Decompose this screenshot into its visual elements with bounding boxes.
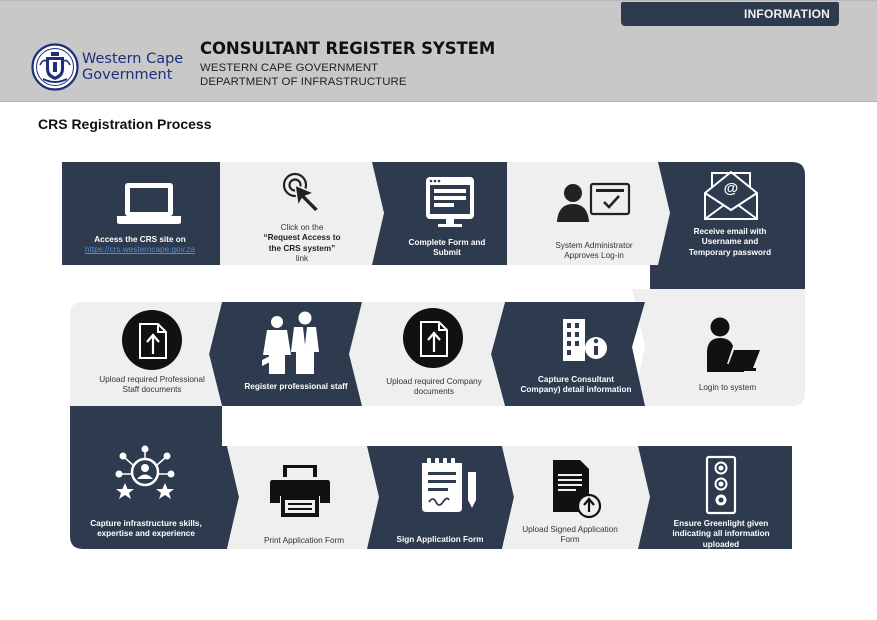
crs-site-link[interactable]: https://crs.westerncape.gov.za <box>85 245 195 255</box>
step-8-text-2: documents <box>413 387 455 397</box>
web-form-icon <box>426 177 474 227</box>
step-4-text-1: System Administrator <box>555 241 633 250</box>
user-laptop-icon <box>707 317 760 372</box>
step-5-panel <box>650 162 805 289</box>
step-13-label: Sign Application Form <box>378 535 502 545</box>
step-13-text-1: Sign Application Form <box>396 535 484 544</box>
page-title: CRS Registration Process <box>38 116 212 132</box>
step-10-text-1: Upload required Professional <box>99 375 205 384</box>
step-6-label: Login to system <box>660 383 795 393</box>
sign-document-icon <box>422 458 476 512</box>
step-3-label: Complete Form and Submit <box>388 238 506 259</box>
logo-text: Western Cape Government <box>82 51 184 83</box>
step-5-text-1: Receive email with <box>693 227 767 236</box>
step-2-label: Click on the “Request Access to the CRS … <box>232 223 372 265</box>
step-7-label: Capture Consultant Company) detail infor… <box>505 375 647 396</box>
laptop-icon <box>117 183 181 224</box>
step-15-text-2: indicating all information <box>672 529 770 539</box>
step-2-text-bold-2: the CRS system” <box>268 243 336 253</box>
information-tab[interactable]: INFORMATION <box>621 2 839 26</box>
step-11-label: Capture infrastructure skills, expertise… <box>72 519 220 540</box>
step-2-text-post: link <box>295 254 309 264</box>
coat-of-arms-icon <box>31 43 79 91</box>
step-15-text-3: uploaded <box>702 539 740 549</box>
step-2-text-pre: Click on the <box>280 223 324 232</box>
system-title: CONSULTANT REGISTER SYSTEM <box>200 39 496 58</box>
skills-network-icon <box>115 445 175 499</box>
upload-document-icon <box>403 308 463 368</box>
step-10-text-2: Staff documents <box>122 385 182 395</box>
printer-icon <box>270 465 330 517</box>
cursor-click-icon <box>282 172 321 213</box>
step-6-text-1: Login to system <box>698 383 757 392</box>
company-info-icon <box>563 319 607 361</box>
step-14-text-2: Form <box>560 535 580 545</box>
step-4-text-2: Approves Log-in <box>564 251 624 261</box>
step-5-label: Receive email with Username and Temporar… <box>665 227 795 258</box>
svg-text:@: @ <box>724 180 739 197</box>
step-3-text-1: Complete Form and <box>408 238 486 247</box>
email-icon: @ <box>704 170 758 220</box>
step-10-label: Upload required Professional Staff docum… <box>80 375 224 396</box>
step-9-text-1: Register professional staff <box>244 382 348 391</box>
step-1-label: Access the CRS site on https://crs.weste… <box>64 235 216 256</box>
professionals-icon <box>262 311 319 374</box>
step-3-text-2: Submit <box>433 248 461 258</box>
western-cape-government-logo: Western Cape Government <box>31 41 191 93</box>
system-subtitle-government: WESTERN CAPE GOVERNMENT <box>200 62 379 74</box>
logo-line-2: Government <box>82 66 173 83</box>
step-12-label: Print Application Form <box>238 536 370 546</box>
step-2-panel <box>220 162 384 265</box>
step-5-text-2: Username and <box>701 237 759 247</box>
step-7-text-2: Company) detail information <box>520 385 632 395</box>
step-9-label: Register professional staff <box>228 382 364 392</box>
step-4-label: System Administrator Approves Log-in <box>524 241 664 262</box>
step-2-text-bold-1: “Request Access to <box>263 233 341 243</box>
header-bar: INFORMATION Western Cape Government CONS… <box>0 0 877 102</box>
step-15-label: Ensure Greenlight given indicating all i… <box>650 519 792 550</box>
admin-approve-icon <box>557 182 631 222</box>
upload-signed-form-icon <box>553 460 602 519</box>
step-1-text: Access the CRS site on <box>94 235 186 244</box>
upload-document-icon <box>122 310 182 370</box>
step-5-text-3: Temporary password <box>688 247 772 257</box>
traffic-light-icon <box>705 455 737 515</box>
step-12-text-1: Print Application Form <box>263 536 345 545</box>
step-14-label: Upload Signed Application Form <box>506 525 634 546</box>
step-15-text-1: Ensure Greenlight given <box>673 519 769 528</box>
step-8-text-1: Upload required Company <box>386 377 482 386</box>
logo-line-1: Western Cape <box>82 51 184 67</box>
step-14-text-1: Upload Signed Application <box>522 525 618 534</box>
step-11-text-1: Capture infrastructure skills, <box>90 519 202 528</box>
step-7-text-1: Capture Consultant <box>538 375 614 384</box>
system-subtitle-department: DEPARTMENT OF INFRASTRUCTURE <box>200 76 407 88</box>
step-8-label: Upload required Company documents <box>366 377 502 398</box>
step-11-text-2: expertise and experience <box>97 529 195 539</box>
